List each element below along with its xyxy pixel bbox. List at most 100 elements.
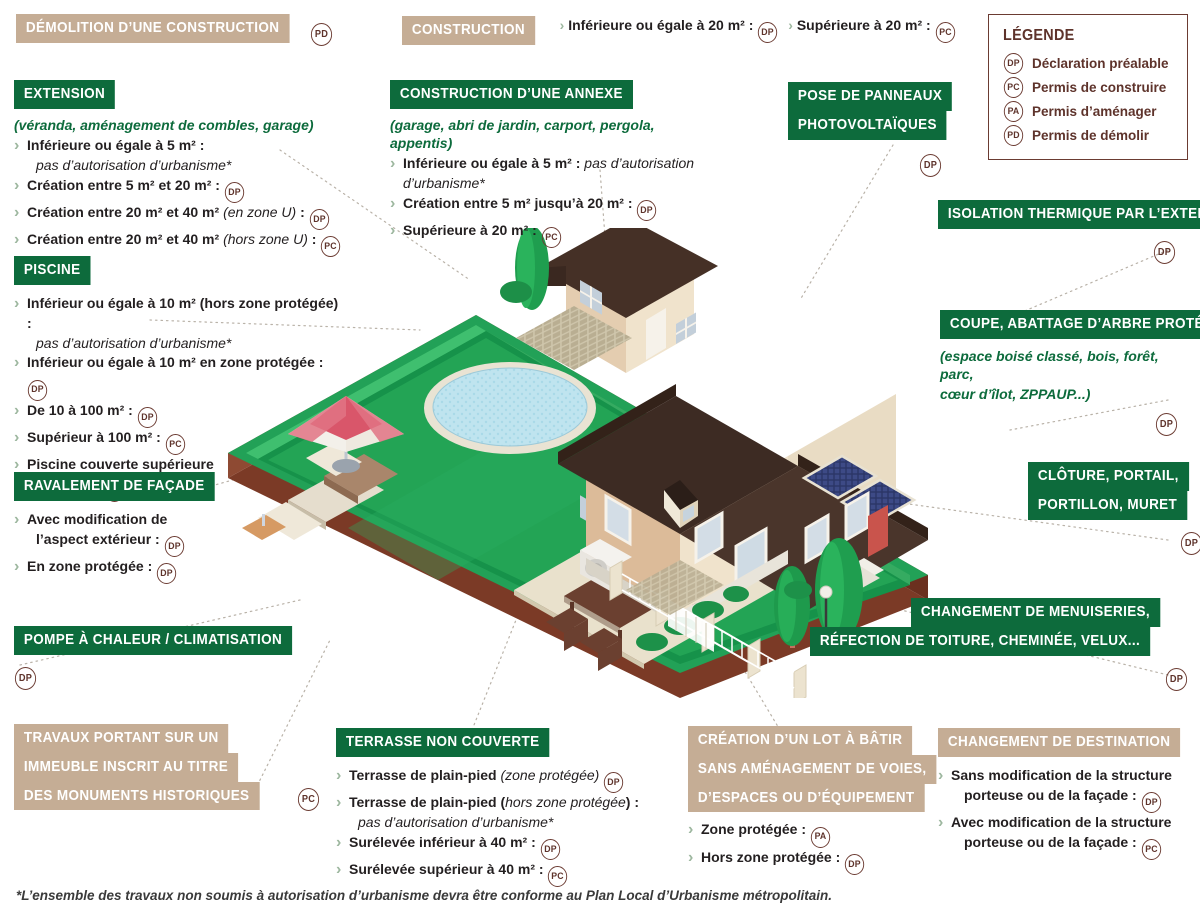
legend-title: LÉGENDE	[1003, 27, 1075, 44]
section-cloture: CLÔTURE, PORTAIL, PORTILLON, MURET DP	[1028, 462, 1200, 555]
token-dp: DP	[540, 839, 560, 860]
list-item: Terrasse de plain-pied (hors zone protég…	[336, 792, 666, 815]
legend-label: Déclaration préalable	[1032, 56, 1169, 71]
destination-list: Sans modification de la structure porteu…	[938, 765, 1188, 860]
list-item: Surélevée supérieur à 40 m² : PC	[336, 859, 666, 888]
list-item: Piscine couverte supérieure	[14, 454, 344, 477]
list-item: De 10 à 100 m² : DP	[14, 399, 344, 428]
list-item: Création entre 5 m² et 20 m² : DP	[14, 175, 344, 203]
section-monuments: TRAVAUX PORTANT SUR UN IMMEUBLE INSCRIT …	[14, 724, 320, 811]
chip-line-2[interactable]: RÉFECTION DE TOITURE, CHEMINÉE, VELUX...	[810, 626, 1151, 656]
chip-line-3[interactable]: DES MONUMENTS HISTORIQUES	[14, 781, 260, 811]
chip-arbre[interactable]: COUPE, ABATTAGE D’ARBRE PROTÉGÉ	[940, 310, 1200, 339]
legend-item-pc: PC Permis de construire	[1003, 77, 1173, 98]
token-dp: DP	[309, 209, 329, 231]
list-item: Terrasse de plain-pied (zone protégée) D…	[336, 765, 666, 793]
token-demolition: PD	[310, 23, 333, 46]
token-dp: DP	[224, 181, 244, 203]
piscine-list: Inférieur ou égale à 10 m² (hors zone pr…	[14, 293, 344, 503]
token-dp: DP	[156, 563, 177, 585]
chip-extension[interactable]: EXTENSION	[14, 80, 116, 109]
chip-construction[interactable]: CONSTRUCTION	[402, 16, 535, 45]
section-photovoltaique: POSE DE PANNEAUX PHOTOVOLTAÏQUES DP	[788, 82, 970, 177]
token-pc: PC	[1141, 839, 1161, 860]
chip-annexe[interactable]: CONSTRUCTION D’UNE ANNEXE	[390, 80, 633, 109]
arbre-subtitle-line-2: cœur d’îlot, ZPPAUP...)	[940, 386, 1091, 403]
legend-item-pa: PA Permis d’aménager	[1003, 101, 1173, 122]
annexe-subtitle: (garage, abri de jardin, carport, pergol…	[390, 116, 655, 151]
token-pa: PA	[810, 826, 831, 848]
chip-line-2[interactable]: PHOTOVOLTAÏQUES	[788, 110, 947, 140]
chip-pompe[interactable]: POMPE À CHALEUR / CLIMATISATION	[14, 626, 292, 655]
section-extension: EXTENSION (véranda, aménagement de combl…	[14, 80, 344, 258]
list-item: Avec modification de la structure	[938, 812, 1188, 835]
list-item: porteuse ou de la façade : PC	[938, 833, 1188, 860]
token-construction-dp: DP	[758, 22, 778, 44]
chip-line-1[interactable]: CHANGEMENT DE MENUISERIES,	[911, 598, 1161, 627]
legend-box: LÉGENDE DP Déclaration préalable PC Perm…	[988, 14, 1188, 160]
list-item: Sans modification de la structure	[938, 765, 1188, 788]
token-isolation: DP	[1153, 240, 1176, 264]
lot-list: Zone protégée : PA Hors zone protégée : …	[688, 819, 988, 875]
token-dp: DP	[604, 772, 624, 793]
token-dp: DP	[1141, 791, 1161, 813]
list-item: Création entre 20 m² et 40 m² (hors zone…	[14, 229, 344, 258]
token-dp: DP	[27, 379, 48, 401]
garden-lamp	[819, 585, 833, 628]
chip-line-2[interactable]: IMMEUBLE INSCRIT AU TITRE	[14, 752, 239, 782]
extension-list: Inférieure ou égale à 5 m² : pas d’autor…	[14, 135, 344, 258]
chip-terrasse[interactable]: TERRASSE NON COUVERTE	[336, 728, 550, 757]
list-item: En zone protégée : DP	[14, 556, 314, 585]
chip-photovoltaique[interactable]: POSE DE PANNEAUX PHOTOVOLTAÏQUES	[788, 82, 970, 140]
section-ravalement: RAVALEMENT DE FAÇADE Avec modification d…	[14, 472, 314, 585]
legend-item-dp: DP Déclaration préalable	[1003, 53, 1173, 74]
list-item: Supérieur à 100 m² : PC	[14, 427, 344, 455]
chip-destination[interactable]: CHANGEMENT DE DESTINATION	[938, 728, 1181, 757]
token-cloture: DP	[1180, 531, 1200, 555]
legend-label: Permis de démolir	[1032, 128, 1150, 143]
token-pd-icon: PD	[1003, 125, 1024, 146]
legend-label: Permis d’aménager	[1032, 104, 1157, 119]
chip-line-2[interactable]: PORTILLON, MURET	[1028, 490, 1188, 520]
list-item: Hors zone protégée : DP	[688, 846, 988, 875]
token-pc: PC	[548, 866, 568, 888]
section-arbre: COUPE, ABATTAGE D’ARBRE PROTÉGÉ (espace …	[940, 310, 1200, 437]
chip-piscine[interactable]: PISCINE	[14, 256, 91, 285]
chip-menuiseries[interactable]: CHANGEMENT DE MENUISERIES, RÉFECTION DE …	[810, 598, 1188, 656]
chip-line-2[interactable]: SANS AMÉNAGEMENT DE VOIES,	[688, 754, 937, 784]
list-item: Zone protégée : PA	[688, 819, 988, 848]
chip-cloture[interactable]: CLÔTURE, PORTAIL, PORTILLON, MURET	[1028, 462, 1200, 520]
token-menuiseries: DP	[1165, 667, 1188, 691]
list-item: pas d’autorisation d’urbanisme*	[36, 156, 232, 173]
token-pompe: DP	[14, 666, 37, 690]
swimming-pool	[424, 362, 596, 454]
chip-ravalement[interactable]: RAVALEMENT DE FAÇADE	[14, 472, 215, 501]
section-pompe: POMPE À CHALEUR / CLIMATISATION DP	[14, 626, 323, 690]
list-item: Création entre 5 m² jusqu’à 20 m² : DP	[390, 193, 720, 222]
chip-line-3[interactable]: D’ESPACES OU D’ÉQUIPEMENT	[688, 783, 925, 813]
chip-line-1[interactable]: POSE DE PANNEAUX	[788, 82, 953, 111]
section-terrasse: TERRASSE NON COUVERTE Terrasse de plain-…	[336, 728, 666, 888]
token-dp: DP	[137, 406, 157, 428]
terrasse-list: Terrasse de plain-pied (zone protégée) D…	[336, 765, 666, 888]
section-annexe: CONSTRUCTION D’UNE ANNEXE (garage, abri …	[390, 80, 720, 249]
chip-line-1[interactable]: TRAVAUX PORTANT SUR UN	[14, 724, 229, 753]
chip-lot[interactable]: CRÉATION D’UN LOT À BÂTIR SANS AMÉNAGEME…	[688, 726, 964, 813]
legend-label: Permis de construire	[1032, 80, 1167, 95]
token-dp: DP	[637, 200, 657, 222]
list-item: Avec modification de	[14, 509, 314, 532]
chip-monuments[interactable]: TRAVAUX PORTANT SUR UN IMMEUBLE INSCRIT …	[14, 724, 287, 811]
ravalement-list: Avec modification de l’aspect extérieur …	[14, 509, 314, 585]
list-item: Inférieur ou égale à 10 m² (hors zone pr…	[14, 293, 344, 334]
chip-line-1[interactable]: CLÔTURE, PORTAIL,	[1028, 462, 1189, 491]
section-construction: CONSTRUCTION › Inférieure ou égale à 20 …	[402, 16, 956, 45]
annexe-list: Inférieure ou égale à 5 m² : pas d’autor…	[390, 153, 720, 249]
chip-demolition[interactable]: DÉMOLITION D’UNE CONSTRUCTION	[16, 14, 290, 43]
section-lot: CRÉATION D’UN LOT À BÂTIR SANS AMÉNAGEME…	[688, 726, 988, 875]
chip-line-1[interactable]: CRÉATION D’UN LOT À BÂTIR	[688, 726, 913, 755]
chip-isolation[interactable]: ISOLATION THERMIQUE PAR L’EXTERIEUR	[938, 200, 1200, 229]
token-construction-pc: PC	[935, 22, 955, 44]
section-demolition: DÉMOLITION D’UNE CONSTRUCTION PD	[16, 14, 333, 46]
section-menuiseries: CHANGEMENT DE MENUISERIES, RÉFECTION DE …	[810, 598, 1188, 691]
token-pv: DP	[920, 153, 942, 177]
